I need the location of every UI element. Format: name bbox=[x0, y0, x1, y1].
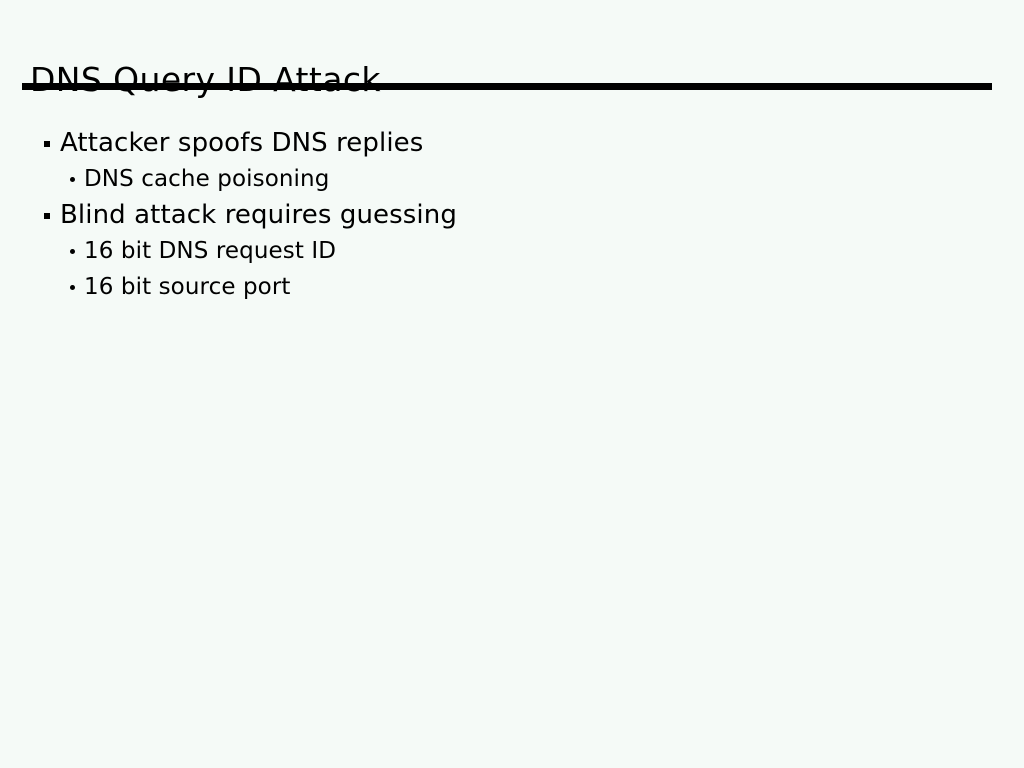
round-bullet-icon bbox=[70, 249, 75, 254]
list-item: Attacker spoofs DNS replies bbox=[0, 126, 1024, 162]
list-item-label: 16 bit DNS request ID bbox=[84, 238, 337, 264]
page-title: DNS Query ID Attack bbox=[30, 60, 381, 100]
list-item: 16 bit source port bbox=[0, 270, 1024, 306]
list-item-label: DNS cache poisoning bbox=[84, 166, 330, 192]
list-item-label: Attacker spoofs DNS replies bbox=[60, 128, 424, 158]
list-item: 16 bit DNS request ID bbox=[0, 234, 1024, 270]
list-item-label: 16 bit source port bbox=[84, 274, 291, 300]
list-item-label: Blind attack requires guessing bbox=[60, 200, 457, 230]
round-bullet-icon bbox=[70, 285, 75, 290]
round-bullet-icon bbox=[70, 177, 75, 182]
title-divider bbox=[22, 83, 992, 90]
list-item: Blind attack requires guessing bbox=[0, 198, 1024, 234]
square-bullet-icon bbox=[44, 141, 50, 147]
square-bullet-icon bbox=[44, 213, 50, 219]
list-item: DNS cache poisoning bbox=[0, 162, 1024, 198]
bullet-list: Attacker spoofs DNS replies DNS cache po… bbox=[0, 126, 1024, 306]
